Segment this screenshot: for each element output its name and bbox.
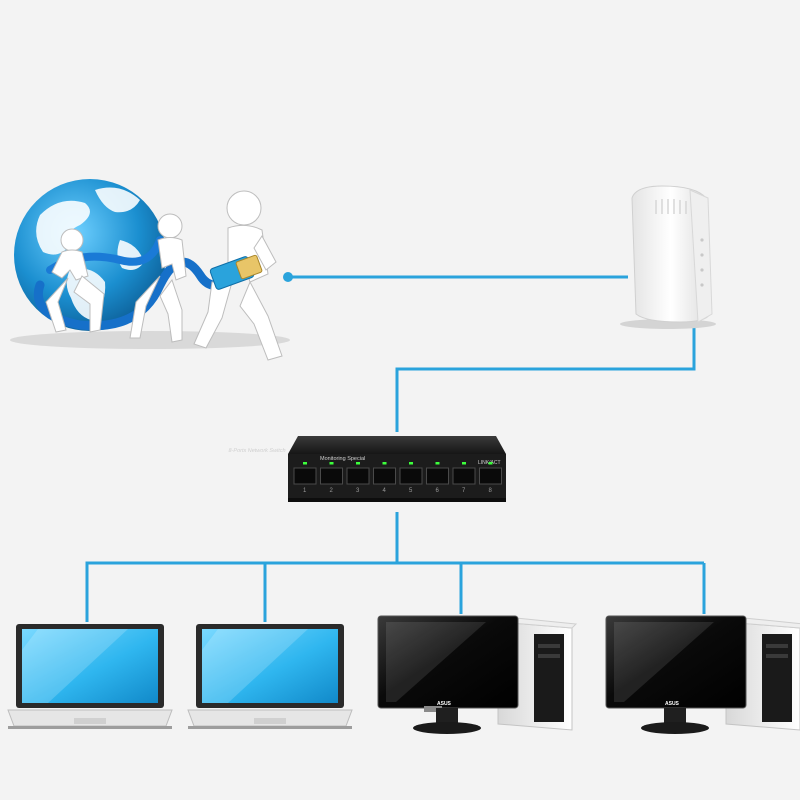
router-led xyxy=(700,268,704,272)
rj45-port-jack xyxy=(346,467,370,485)
switch-port: 1 xyxy=(293,462,317,494)
port-number-label: 1 xyxy=(303,488,307,494)
port-number-label: 4 xyxy=(383,488,387,494)
switch-port: 6 xyxy=(426,462,449,494)
switch-port: 7 xyxy=(452,462,476,494)
desktop-computer-icon: ASUS xyxy=(605,615,800,734)
switch-port: 2 xyxy=(320,462,343,494)
rj45-port-jack xyxy=(479,467,502,485)
router-to-switch-line xyxy=(395,322,696,432)
port-led xyxy=(303,462,307,465)
rj45-port-jack xyxy=(399,467,423,485)
switch-to-clients-line xyxy=(85,512,399,622)
laptop-icon xyxy=(7,624,173,729)
rj45-plug-icon xyxy=(209,254,263,290)
switch-port: 4 xyxy=(373,462,396,494)
switch-title-line1: 8-Ports Network Switch xyxy=(228,448,286,454)
port-number-label: 7 xyxy=(462,488,466,494)
switch-port: 3 xyxy=(346,462,370,494)
desktop-computer-icon: ASUS xyxy=(377,615,578,734)
port-led xyxy=(409,462,413,465)
globe-with-people-pulling-cable-icon xyxy=(10,179,290,361)
port-number-label: 5 xyxy=(409,488,413,494)
wireless-router-icon xyxy=(620,185,716,329)
network-switch-icon: 8-Ports Network Switch Monitoring Specia… xyxy=(228,436,506,502)
port-led xyxy=(382,462,387,465)
port-led xyxy=(356,462,360,465)
rj45-port-jack xyxy=(320,467,343,485)
router-led xyxy=(700,238,704,242)
router-led xyxy=(700,283,704,287)
port-number-label: 3 xyxy=(356,488,360,494)
laptop-icon xyxy=(187,624,353,729)
switch-title-line2: Monitoring Special xyxy=(320,456,365,462)
port-led xyxy=(435,462,440,465)
connection-lines xyxy=(85,272,706,622)
switch-port: 8 xyxy=(479,462,502,494)
port-led xyxy=(488,462,493,465)
port-number-label: 2 xyxy=(330,488,334,494)
connection-dot xyxy=(283,272,293,282)
monitor-brand-logo: ASUS xyxy=(437,701,452,707)
port-number-label: 8 xyxy=(489,488,493,494)
switch-port: 5 xyxy=(399,462,423,494)
rj45-port-jack xyxy=(426,467,449,485)
monitor-brand-logo: ASUS xyxy=(665,701,680,707)
switch-port-group: 1 2 3 4 5 6 7 8 xyxy=(293,462,502,494)
port-led xyxy=(329,462,334,465)
rj45-port-jack xyxy=(373,467,396,485)
port-number-label: 6 xyxy=(436,488,440,494)
rj45-port-jack xyxy=(452,467,476,485)
router-led xyxy=(700,253,704,257)
port-led xyxy=(462,462,466,465)
rj45-port-jack xyxy=(293,467,317,485)
